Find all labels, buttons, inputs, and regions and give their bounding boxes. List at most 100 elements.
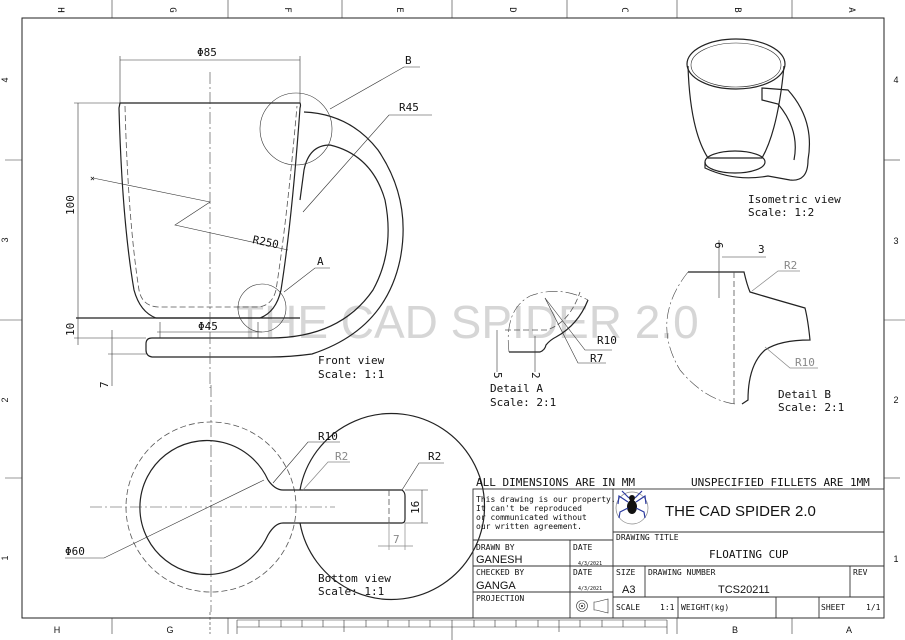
bottom-view-label: Bottom view bbox=[318, 572, 391, 585]
dim-base-height: 10 bbox=[64, 323, 77, 336]
zone-label-bottom-g: G bbox=[166, 625, 173, 635]
zone-label-right-3: 3 bbox=[893, 236, 898, 246]
detail-a-r7: R7 bbox=[590, 352, 603, 365]
detail-a-leader bbox=[283, 267, 330, 293]
zone-label-bottom-b: B bbox=[732, 625, 738, 635]
drawing-number-value: TCS20211 bbox=[718, 584, 770, 596]
projection-label: PROJECTION bbox=[476, 594, 524, 603]
detail-b-label: Detail B bbox=[778, 388, 831, 401]
detail-a-callout: A bbox=[317, 255, 324, 268]
isometric-view-label: Isometric view bbox=[748, 193, 841, 206]
zone-label-top-g: G bbox=[167, 7, 177, 12]
zone-label-top-h: H bbox=[55, 7, 65, 12]
checked-date-value: 4/3/2021 bbox=[578, 586, 602, 592]
zone-label-right-4: 4 bbox=[893, 75, 898, 85]
front-view-scale: Scale: 1:1 bbox=[318, 368, 384, 381]
bottom-dim-r2-fillet: R2 bbox=[335, 450, 348, 463]
company-name: THE CAD SPIDER 2.0 bbox=[665, 503, 816, 520]
weight-label: WEIGHT(kg) bbox=[681, 603, 729, 612]
bottom-dim-end-length: 7 bbox=[393, 533, 400, 546]
sheet-value: 1/1 bbox=[866, 603, 881, 612]
detail-b-dim-6: 6 bbox=[712, 242, 725, 249]
detail-b-leader bbox=[329, 66, 420, 110]
front-view: Φ85 100 10 7 Φ45 × R250 R45 B A Front vi… bbox=[64, 46, 432, 388]
spider-logo-icon bbox=[615, 490, 649, 525]
note-fillets: UNSPECIFIED FILLETS ARE 1MM bbox=[691, 476, 870, 489]
drawn-by-value: GANESH bbox=[476, 554, 523, 566]
detail-a-r10: R10 bbox=[597, 334, 617, 347]
note-dimensions: ALL DIMENSIONS ARE IN MM bbox=[476, 476, 635, 489]
detail-b-circle bbox=[259, 92, 333, 166]
disclaimer-line-4: our written agreement. bbox=[476, 522, 582, 531]
bottom-outer-ring bbox=[299, 412, 486, 601]
first-angle-projection-icon bbox=[576, 598, 609, 614]
detail-a-scale: Scale: 2:1 bbox=[490, 396, 556, 409]
detail-b-callout: B bbox=[405, 54, 412, 67]
drawn-date-label: DATE bbox=[573, 543, 592, 552]
bottom-view: Φ60 R10 R2 R2 16 7 Bottom view Scale: 1:… bbox=[65, 385, 486, 612]
bottom-inner-cutout bbox=[139, 439, 300, 576]
zone-label-bottom-a: A bbox=[846, 625, 852, 635]
watermark: THE CAD SPIDER 2.0 bbox=[236, 296, 699, 348]
checked-by-value: GANGA bbox=[476, 580, 516, 592]
checked-date-label: DATE bbox=[573, 568, 592, 577]
drawing-title-label: DRAWING TITLE bbox=[616, 533, 679, 542]
zone-label-top-a: A bbox=[846, 7, 856, 13]
detail-b-dim-3: 3 bbox=[758, 243, 765, 256]
zone-label-right-2: 2 bbox=[893, 395, 898, 405]
zone-label-bottom-h: H bbox=[54, 625, 61, 635]
zone-label-right-1: 1 bbox=[893, 554, 898, 564]
size-value: A3 bbox=[622, 584, 635, 596]
sheet-label: SHEET bbox=[821, 603, 845, 612]
scale-label: SCALE bbox=[616, 603, 640, 612]
isometric-view: Isometric view Scale: 1:2 bbox=[686, 38, 841, 219]
disclaimer-line-1: This drawing is our property. bbox=[476, 495, 616, 504]
dim-handle-radius: R45 bbox=[399, 101, 419, 114]
dim-saucer-thickness: 7 bbox=[98, 381, 111, 388]
detail-b-r10: R10 bbox=[795, 356, 815, 369]
zone-label-top-e: E bbox=[394, 7, 404, 12]
dim-height: 100 bbox=[64, 195, 77, 215]
drawing-title-value: FLOATING CUP bbox=[709, 548, 789, 561]
title-block: ALL DIMENSIONS ARE IN MM UNSPECIFIED FIL… bbox=[472, 476, 885, 619]
cup-inner-wall-hidden bbox=[124, 105, 298, 308]
detail-b-r2: R2 bbox=[784, 259, 797, 272]
drawn-date-value: 4/3/2021 bbox=[578, 561, 602, 567]
zone-label-top-d: D bbox=[507, 7, 517, 12]
inner-border bbox=[21, 17, 885, 619]
detail-b-scale: Scale: 2:1 bbox=[778, 401, 844, 414]
scale-ruler bbox=[209, 612, 668, 640]
r250-leader bbox=[92, 177, 289, 251]
zone-label-top-c: C bbox=[619, 7, 629, 12]
dim-body-radius: R250 bbox=[251, 233, 280, 251]
r45-leader bbox=[302, 114, 432, 213]
cup-body-outline bbox=[118, 102, 302, 319]
bottom-view-scale: Scale: 1:1 bbox=[318, 585, 384, 598]
bottom-dim-diameter: Φ60 bbox=[65, 545, 85, 558]
detail-a-dim-2: 2 bbox=[529, 372, 542, 379]
dim-top-diameter: Φ85 bbox=[197, 46, 217, 59]
scale-value: 1:1 bbox=[660, 603, 675, 612]
isometric-view-scale: Scale: 1:2 bbox=[748, 206, 814, 219]
disclaimer-line-3: or communicated without bbox=[476, 513, 587, 522]
checked-by-label: CHECKED BY bbox=[476, 568, 524, 577]
zone-label-left-1: 1 bbox=[0, 555, 10, 560]
rev-label: REV bbox=[853, 568, 868, 577]
detail-a-dim-5: 5 bbox=[491, 372, 504, 379]
zone-label-left-4: 4 bbox=[0, 77, 10, 82]
bottom-dim-r2-end: R2 bbox=[428, 450, 441, 463]
detail-a-view: R10 R7 5 2 Detail A Scale: 2:1 bbox=[490, 291, 617, 409]
zone-label-top-b: B bbox=[732, 7, 742, 12]
dim-bottom-diameter: Φ45 bbox=[198, 320, 218, 333]
drawn-by-label: DRAWN BY bbox=[476, 543, 515, 552]
front-view-label: Front view bbox=[318, 354, 385, 367]
drawing-number-label: DRAWING NUMBER bbox=[648, 568, 716, 577]
r250-center-mark: × bbox=[90, 174, 95, 183]
zone-label-top-f: F bbox=[282, 7, 292, 12]
zone-label-left-3: 3 bbox=[0, 237, 10, 242]
size-label: SIZE bbox=[616, 568, 635, 577]
bottom-dim-width: 16 bbox=[409, 501, 422, 514]
handle-saucer-outline bbox=[145, 111, 404, 358]
